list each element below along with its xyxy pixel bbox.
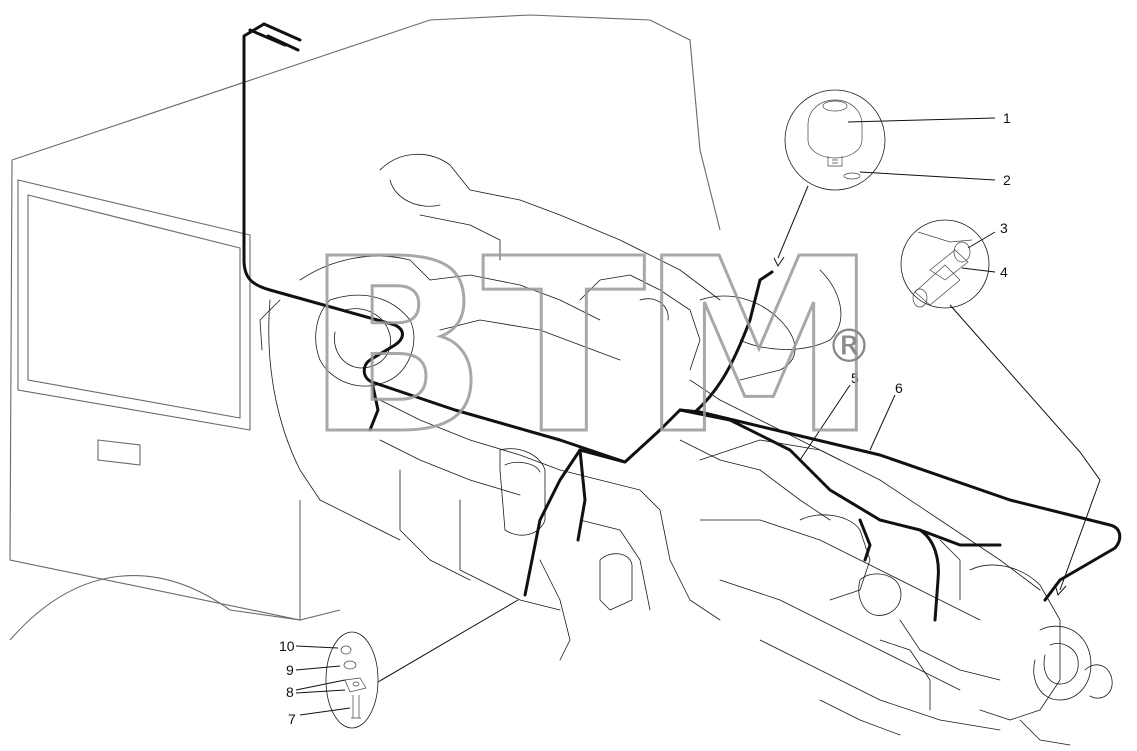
- engine-assembly: [259, 153, 842, 661]
- callout-4: 4: [1000, 264, 1008, 280]
- callout-5: 5: [851, 370, 859, 386]
- leader-lines: [295, 117, 1101, 716]
- registered-mark: ®: [826, 319, 872, 373]
- fastener-detail: [325, 631, 379, 729]
- callout-labels: 1 2 3 4 5 6 7 8 9 10: [279, 110, 1011, 727]
- callout-8: 8: [286, 684, 294, 700]
- callout-1: 1: [1003, 110, 1011, 126]
- callout-3: 3: [1000, 220, 1008, 236]
- callout-2: 2: [1003, 172, 1011, 188]
- gearbox-assembly: [699, 439, 1113, 746]
- callout-6: 6: [895, 380, 903, 396]
- cab-outline: [9, 14, 721, 641]
- callout-9: 9: [286, 662, 294, 678]
- connector-detail: [900, 219, 990, 309]
- wiring-harness: [242, 22, 1122, 622]
- watermark-logo: BTM: [305, 207, 872, 487]
- watermark: BTM ®: [304, 206, 880, 489]
- callout-10: 10: [279, 638, 295, 654]
- callout-7: 7: [288, 711, 296, 727]
- pressure-sensor-detail: [784, 89, 886, 191]
